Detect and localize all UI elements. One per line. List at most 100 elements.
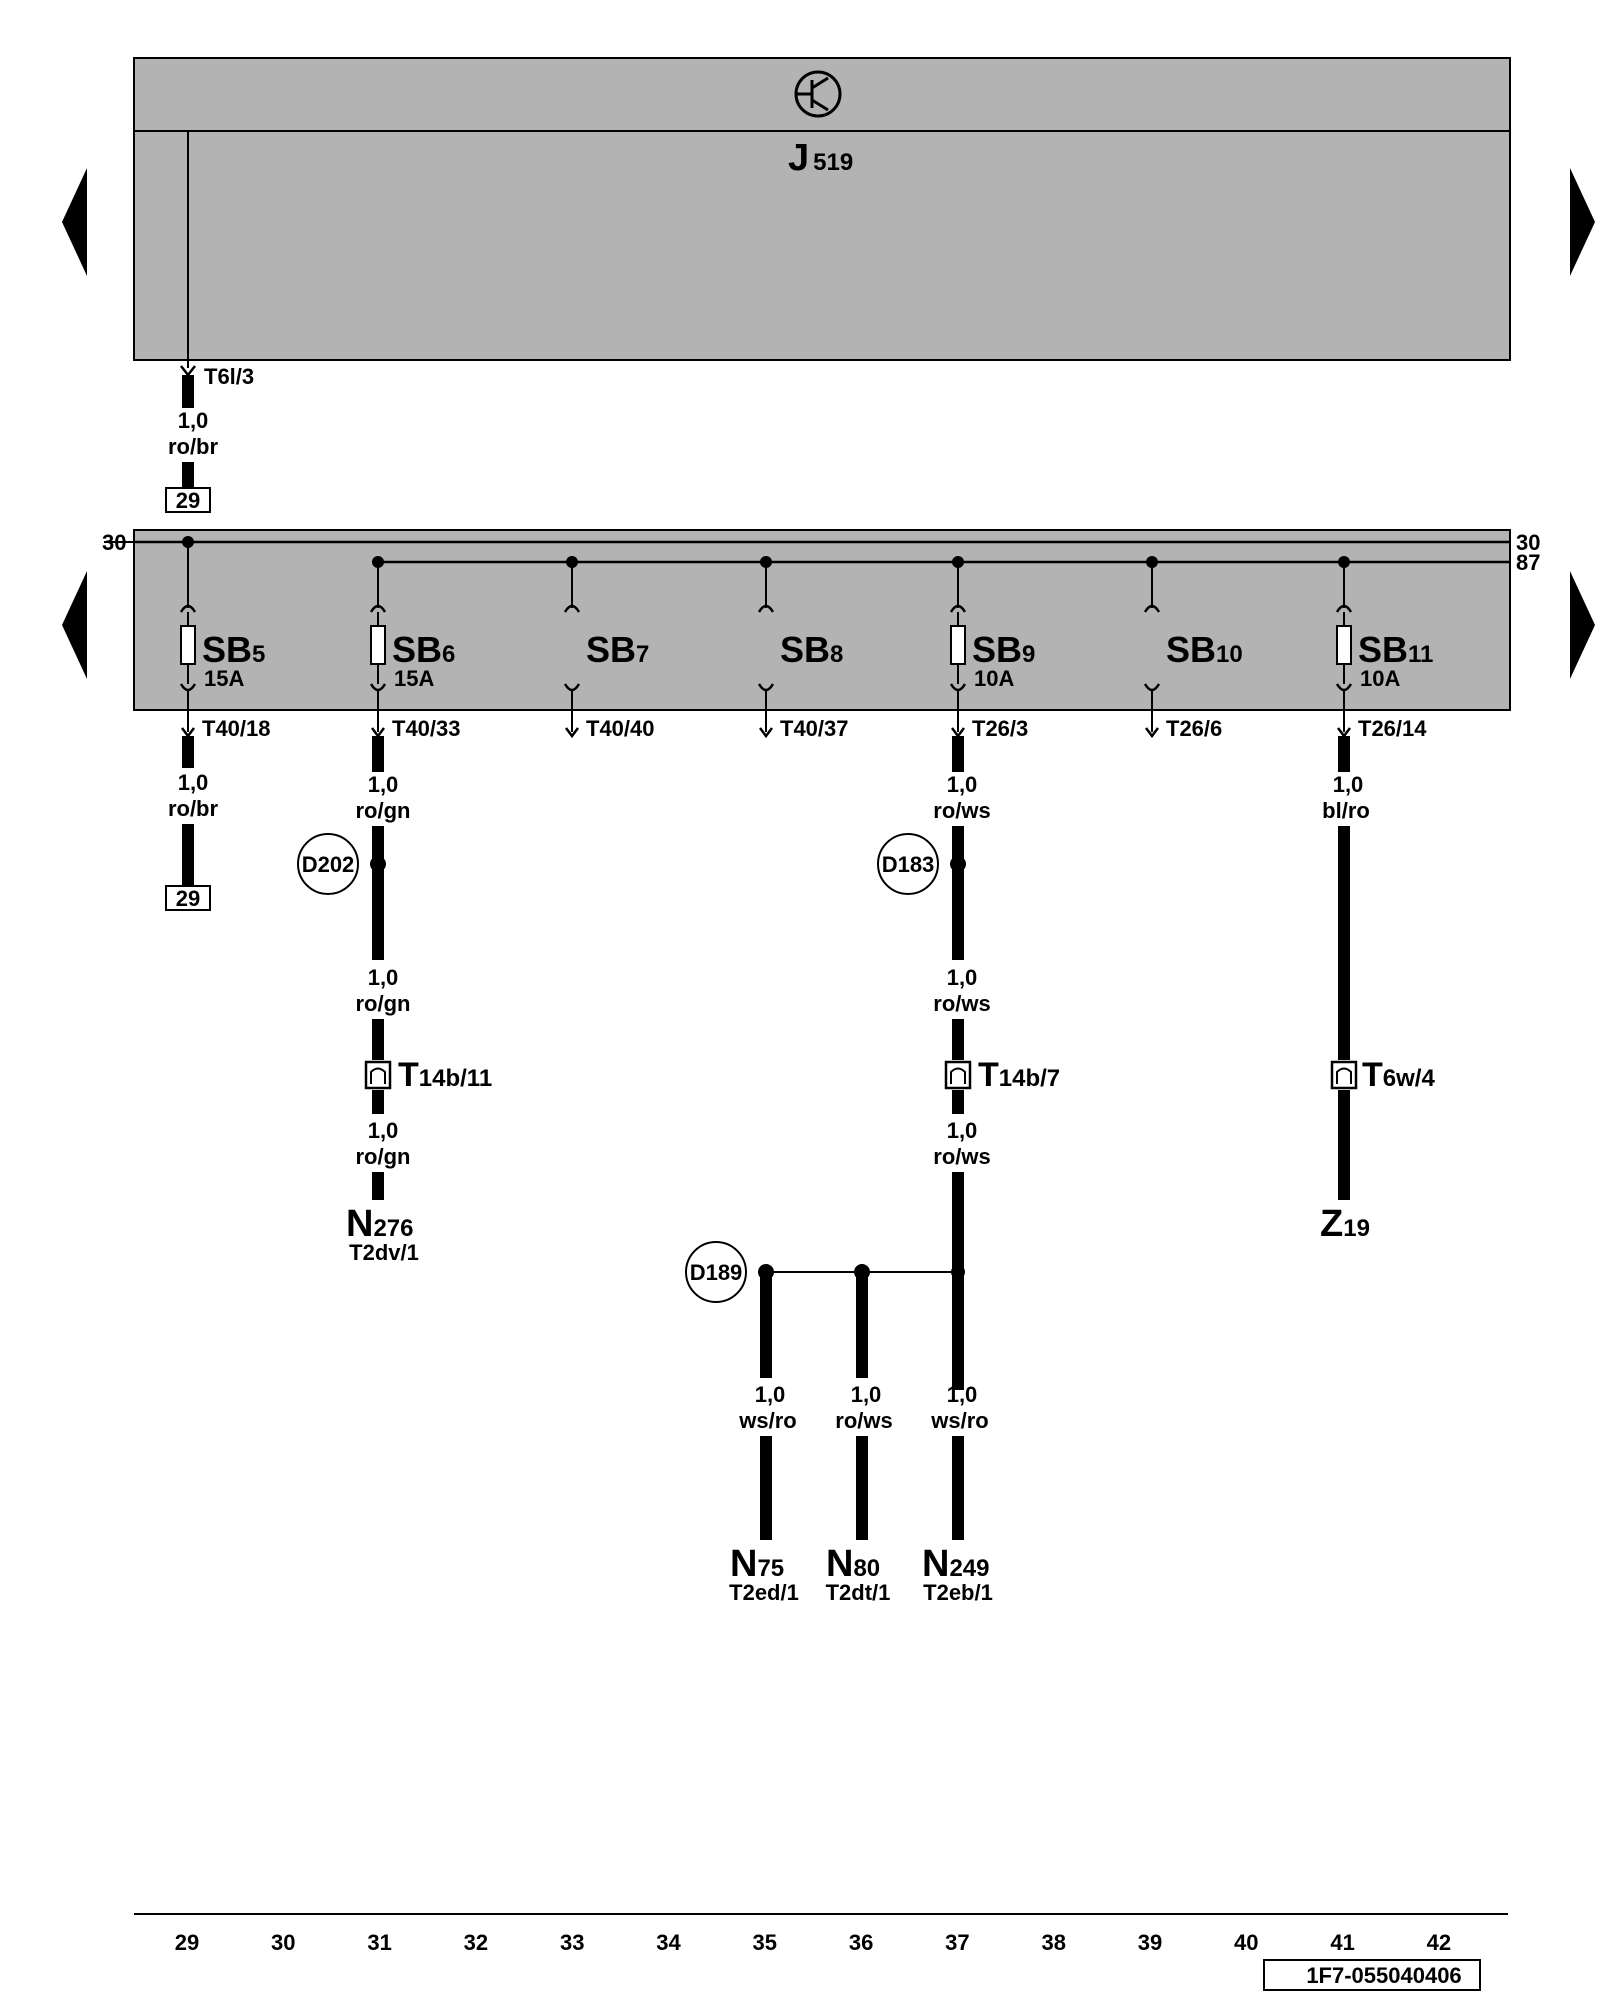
track-number: 31 bbox=[367, 1930, 391, 1955]
fuse-label: SB5 bbox=[202, 629, 265, 670]
connector-label: T6w/4 bbox=[1362, 1056, 1435, 1094]
wire-color: ro/br bbox=[168, 434, 219, 459]
fuse-label: SB8 bbox=[780, 629, 843, 670]
component-n249[interactable]: N249 bbox=[922, 1543, 990, 1585]
fuse-label: SB7 bbox=[586, 629, 649, 670]
splice-label: D183 bbox=[882, 852, 935, 877]
wire-color: ro/gn bbox=[356, 798, 411, 823]
track-number: 34 bbox=[656, 1930, 681, 1955]
fuse-label: SB10 bbox=[1166, 629, 1243, 670]
wire-size: 1,0 bbox=[368, 965, 399, 990]
fuse-label: SB9 bbox=[972, 629, 1035, 670]
fuse-rating: 10A bbox=[1360, 666, 1400, 691]
track-number: 35 bbox=[753, 1930, 777, 1955]
track-reference-box[interactable] bbox=[165, 487, 211, 513]
rail-30-right-label: 30 bbox=[1516, 530, 1540, 555]
circuit-sb6-output: 1,0 ro/gn D202 1,0 ro/gn T14b/11 1,0 ro/… bbox=[297, 736, 492, 1265]
fuse-rating: 15A bbox=[204, 666, 244, 691]
fuse-box: 30 30 87 bbox=[102, 529, 1540, 711]
wire-color: ro/gn bbox=[356, 1144, 411, 1169]
splice-d183[interactable] bbox=[877, 833, 939, 895]
wire-size: 1,0 bbox=[947, 772, 978, 797]
rail-30-left-label: 30 bbox=[102, 530, 126, 555]
terminal-label: T26/3 bbox=[972, 716, 1028, 741]
wire-color: ws/ro bbox=[738, 1408, 796, 1433]
wire-size: 1,0 bbox=[368, 772, 399, 797]
track-reference: 29 bbox=[176, 488, 200, 513]
wire-color: ws/ro bbox=[930, 1408, 988, 1433]
component-n276[interactable]: N276 bbox=[346, 1203, 414, 1245]
page-next-arrow-top[interactable] bbox=[1570, 168, 1595, 276]
page-prev-arrow-top[interactable] bbox=[62, 168, 87, 276]
component-pin: T2ed/1 bbox=[729, 1580, 799, 1605]
track-number: 30 bbox=[271, 1930, 295, 1955]
wire-size: 1,0 bbox=[851, 1382, 882, 1407]
wire-size: 1,0 bbox=[947, 965, 978, 990]
wire-size: 1,0 bbox=[178, 408, 209, 433]
component-z19[interactable]: Z19 bbox=[1320, 1203, 1370, 1245]
component-pin: T2dt/1 bbox=[826, 1580, 891, 1605]
terminal-label: T26/6 bbox=[1166, 716, 1222, 741]
fuse-label: SB11 bbox=[1358, 629, 1433, 670]
track-number: 40 bbox=[1234, 1930, 1258, 1955]
connector-icon bbox=[1330, 1060, 1358, 1090]
component-pin: T2eb/1 bbox=[923, 1580, 993, 1605]
circuit-j519-feed: T6l/3 1,0 ro/br 29 bbox=[165, 131, 254, 513]
circuit-sb11-output: 1,0 bl/ro T6w/4 Z19 bbox=[1320, 736, 1435, 1245]
connector-icon bbox=[364, 1060, 392, 1090]
terminal-label: T26/14 bbox=[1358, 716, 1427, 741]
page-prev-arrow-bottom[interactable] bbox=[62, 571, 87, 679]
wire-size: 1,0 bbox=[755, 1382, 786, 1407]
track-number: 29 bbox=[175, 1930, 199, 1955]
terminal-label: T40/18 bbox=[202, 716, 271, 741]
fuse-label: SB6 bbox=[392, 629, 455, 670]
wire-color: ro/ws bbox=[933, 798, 990, 823]
component-pin: T2dv/1 bbox=[349, 1240, 419, 1265]
terminal-label: T40/40 bbox=[586, 716, 655, 741]
track-number: 38 bbox=[1041, 1930, 1065, 1955]
splice-d202[interactable] bbox=[297, 833, 359, 895]
connector-label: T14b/11 bbox=[398, 1056, 492, 1094]
connector-icon bbox=[944, 1060, 972, 1090]
terminal-label: T40/33 bbox=[392, 716, 461, 741]
track-number: 41 bbox=[1330, 1930, 1354, 1955]
page-next-arrow-bottom[interactable] bbox=[1570, 571, 1595, 679]
track-number: 36 bbox=[849, 1930, 873, 1955]
track-number: 42 bbox=[1427, 1930, 1451, 1955]
wire-color: ro/gn bbox=[356, 991, 411, 1016]
diagram-code: 1F7-055040406 bbox=[1306, 1963, 1461, 1988]
track-number: 39 bbox=[1138, 1930, 1162, 1955]
wire-color: ro/ws bbox=[933, 1144, 990, 1169]
wire-color: ro/ws bbox=[835, 1408, 892, 1433]
rail-87-right-label: 87 bbox=[1516, 550, 1540, 575]
track-number: 32 bbox=[464, 1930, 488, 1955]
track-reference: 29 bbox=[176, 886, 200, 911]
splice-d189[interactable] bbox=[685, 1241, 747, 1303]
wire-size: 1,0 bbox=[947, 1118, 978, 1143]
electronic-symbol-icon bbox=[794, 70, 842, 118]
wire-color: bl/ro bbox=[1322, 798, 1370, 823]
splice-label: D202 bbox=[302, 852, 355, 877]
track-reference-box[interactable] bbox=[165, 885, 211, 911]
terminal-label: T40/37 bbox=[780, 716, 849, 741]
diagram-code-box bbox=[1263, 1959, 1481, 1991]
wire-color: ro/ws bbox=[933, 991, 990, 1016]
wire-size: 1,0 bbox=[178, 770, 209, 795]
fuse-rating: 10A bbox=[974, 666, 1014, 691]
wire-color: ro/br bbox=[168, 796, 219, 821]
circuit-sb5-output: 1,0 ro/br 29 bbox=[165, 736, 219, 911]
component-n80[interactable]: N80 bbox=[826, 1543, 880, 1585]
component-n75[interactable]: N75 bbox=[730, 1543, 784, 1585]
track-number: 37 bbox=[945, 1930, 969, 1955]
